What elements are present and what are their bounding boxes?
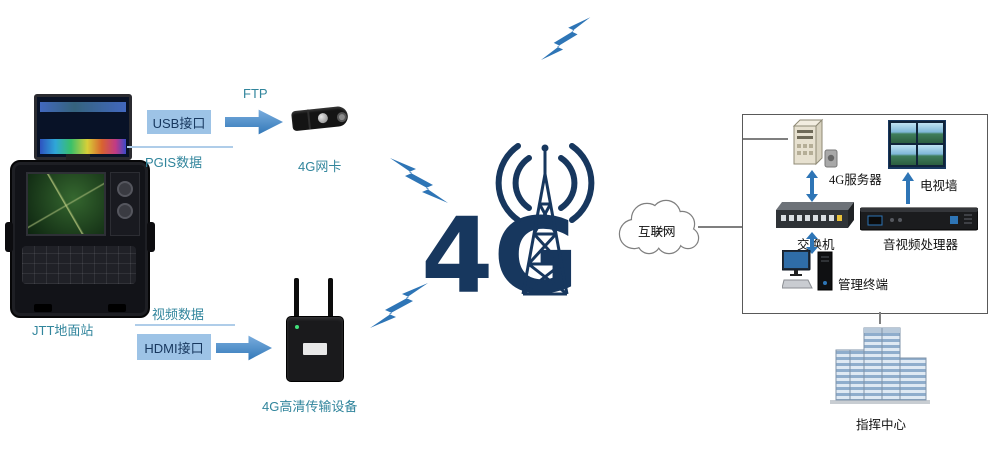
status-led-icon [295,325,299,329]
divider-line [135,324,235,326]
hd-transmitter-image [286,278,344,382]
case-latch [108,304,126,312]
signal-arcs-icon [495,143,595,223]
4g-dongle-image [291,101,358,138]
lightning-bolt-icon [370,283,428,328]
video-data-label: 视频数据 [152,307,205,322]
station-hinge [66,154,90,161]
hd-transmitter-label: 4G高清传输设备 [262,399,358,414]
up-down-arrow-icon [806,170,818,202]
antenna-tower-icon [521,150,569,296]
station-map-screen [26,172,106,236]
case-handle [5,222,13,252]
antenna-tip [541,144,549,152]
hdmi-port-chip: HDMI接口 [137,334,211,360]
transmitter-label-plate [303,343,327,355]
station-case [5,160,155,318]
switch-label: 交换机 [797,238,835,252]
usb-transfer-arrow-icon [225,109,283,135]
4g-logo: 4G [425,143,595,302]
nic-label: 4G网卡 [298,159,342,174]
server-icon [792,118,838,168]
antenna-icon [328,278,333,318]
terminal-icon [782,250,833,291]
usb-port-chip: USB接口 [147,110,211,134]
case-handle [147,222,155,252]
spectrum-bars [40,139,126,154]
server-label: 4G服务器 [829,173,882,187]
ground-station-label: JTT地面站 [32,323,94,338]
connector-line [879,312,881,324]
signal-waveform [40,102,126,112]
internet-label: 互联网 [638,225,676,239]
av-processor-label: 音视频处理器 [883,238,959,252]
case-latch [34,304,52,312]
internet-cloud [618,199,700,255]
transmitter-body [286,316,344,382]
pgis-data-label: PGIS数据 [145,155,203,170]
up-down-arrow-icon [806,232,818,254]
knob-icon [117,203,133,219]
lightning-bolt-icon [541,17,591,60]
station-top-screen [34,94,132,160]
station-keyboard [22,246,136,284]
hdmi-transfer-arrow-icon [216,335,272,361]
knob-icon [117,181,133,197]
station-control-panel [110,172,140,236]
command-center-label: 指挥中心 [856,418,907,432]
command-center-building-image [830,327,930,404]
ground-station-image [5,92,155,318]
tv-wall-label: 电视墙 [920,179,958,193]
av-processor-icon [860,207,978,231]
divider-line [127,146,233,148]
up-arrow-icon [902,172,914,204]
switch-icon [776,202,854,228]
connector-line [743,138,788,140]
tv-wall-icon [888,120,946,169]
antenna-icon [294,278,299,318]
terminal-label: 管理终端 [838,278,889,292]
ftp-label: FTP [243,86,268,101]
connector-line [698,226,742,228]
